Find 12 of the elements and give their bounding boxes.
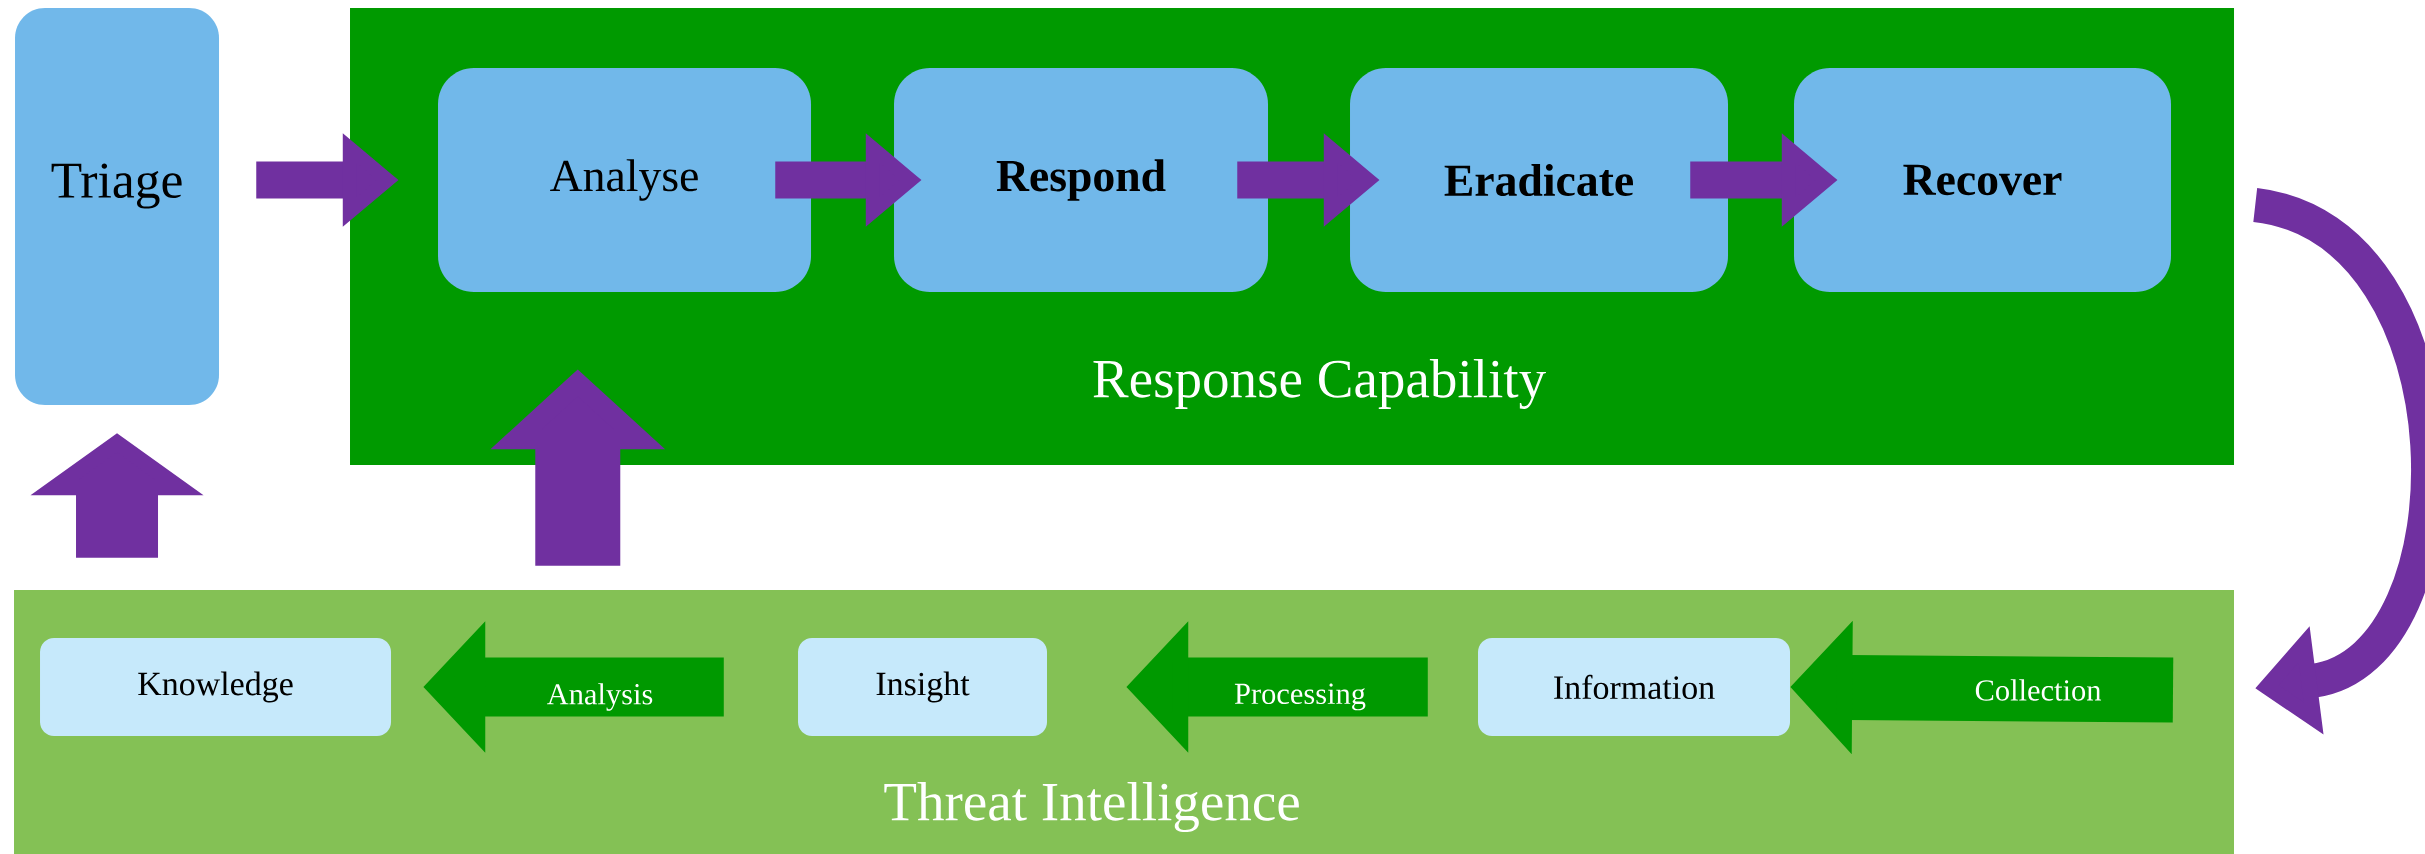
process-box: Triage	[15, 8, 219, 405]
stage-box: Knowledge	[40, 638, 391, 736]
process-box: Respond	[894, 68, 1268, 292]
edge-label: Analysis	[547, 683, 653, 711]
edge-label: Processing	[1234, 683, 1366, 711]
edge-label: Collection	[1975, 679, 2102, 701]
block-arrow	[2250, 188, 2425, 735]
process-box: Recover	[1794, 68, 2171, 292]
stage-box: Insight	[798, 638, 1047, 736]
process-box: Analyse	[438, 68, 811, 292]
process-box: Eradicate	[1350, 68, 1728, 292]
stage-box: Information	[1478, 638, 1790, 736]
